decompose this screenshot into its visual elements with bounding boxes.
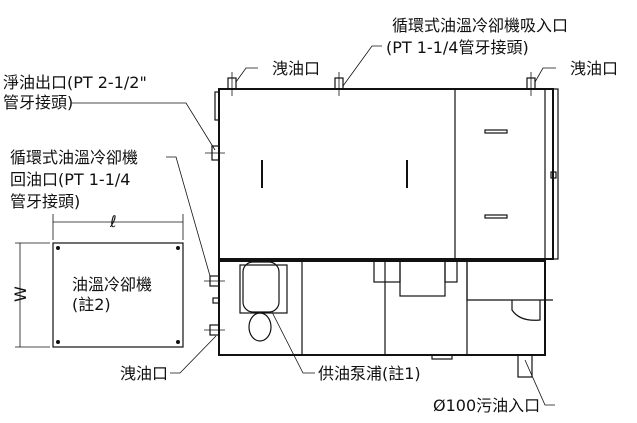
leader-lines [72, 45, 556, 406]
oil-cooler-note: (註2) [72, 295, 111, 314]
drain-top-right-label: 洩油口 [570, 59, 618, 78]
unit-top-section [214, 88, 559, 260]
dimension-width-label: W [11, 286, 30, 302]
suction-inlet-spec: (PT 1-1/4管牙接頭) [386, 38, 529, 57]
unit-bottom-section [218, 260, 553, 378]
ports [204, 72, 536, 336]
return-port-spec: 回油口(PT 1-1/4 [10, 170, 130, 189]
suction-inlet-label: 循環式油溫冷卻機吸入口 [392, 16, 568, 35]
dirty-oil-inlet-label: Ø100污油入口 [433, 396, 540, 415]
oil-cooler-label: 油溫冷卻機 [72, 275, 152, 294]
pump-label: 供油泵浦(註1) [318, 364, 421, 383]
clean-outlet-label: 淨油出口(PT 2-1/2" [3, 73, 147, 92]
oil-cooler-footprint [15, 214, 184, 348]
clean-outlet-spec: 管牙接頭) [3, 93, 73, 112]
dirty-oil-inlet-pipe [517, 354, 533, 378]
return-port-label: 循環式油溫冷卻機 [10, 148, 138, 167]
dimension-length-label: ℓ [109, 212, 117, 231]
drain-bottom-label: 洩油口 [120, 364, 168, 383]
drain-top-left-label: 洩油口 [272, 59, 320, 78]
pump-motor [242, 261, 280, 313]
return-port-spec-2: 管牙接頭) [10, 192, 80, 211]
pump-port [248, 312, 272, 342]
